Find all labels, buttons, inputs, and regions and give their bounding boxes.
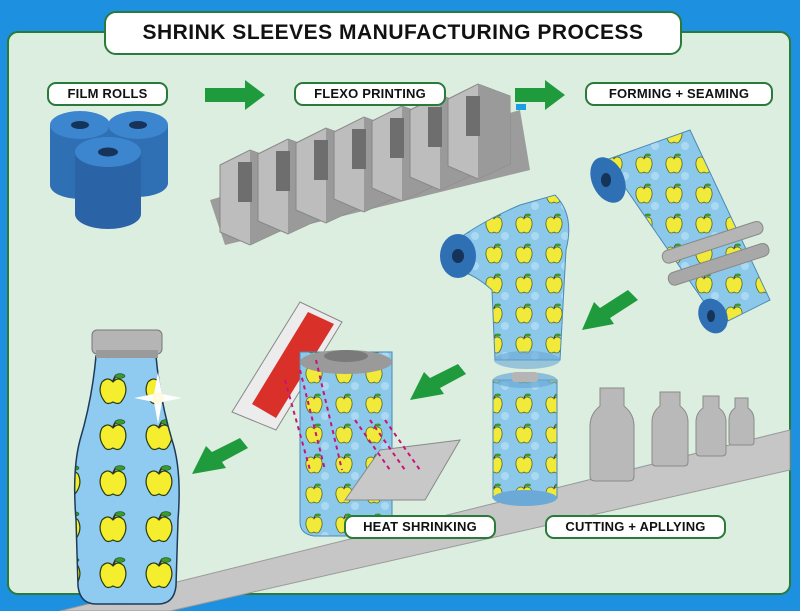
- step-label-forming-seaming: FORMING + SEAMING: [585, 82, 773, 106]
- arrow-forming-to-cutting: [582, 290, 638, 330]
- arrow-printing-to-forming: [515, 80, 565, 110]
- unlabeled-bottles: [589, 387, 755, 482]
- arrow-rolls-to-printing: [205, 80, 265, 110]
- sparkle-icon: [134, 372, 182, 424]
- step-label-flexo-printing: FLEXO PRINTING: [294, 82, 446, 106]
- arrow-cutting-to-shrinking: [410, 364, 466, 400]
- arrow-shrinking-to-bottle: [192, 438, 248, 474]
- cut-sleeve: [492, 372, 558, 506]
- page-title: SHRINK SLEEVES MANUFACTURING PROCESS: [104, 11, 682, 55]
- step-label-heat-shrinking: HEAT SHRINKING: [344, 515, 496, 539]
- flexo-printing-machine: [210, 83, 530, 246]
- step-label-film-rolls: FILM ROLLS: [47, 82, 168, 106]
- forming-seaming-sheet: [590, 129, 771, 334]
- flow-arrows: [192, 80, 638, 474]
- heat-shrinking-station: [231, 301, 461, 537]
- finished-bottle: [73, 329, 182, 605]
- lower-heater-panel: [344, 439, 461, 501]
- step-label-cutting-applying: CUTTING + APLLYING: [545, 515, 726, 539]
- sleeve-tube: [440, 194, 570, 369]
- film-rolls: [50, 111, 168, 229]
